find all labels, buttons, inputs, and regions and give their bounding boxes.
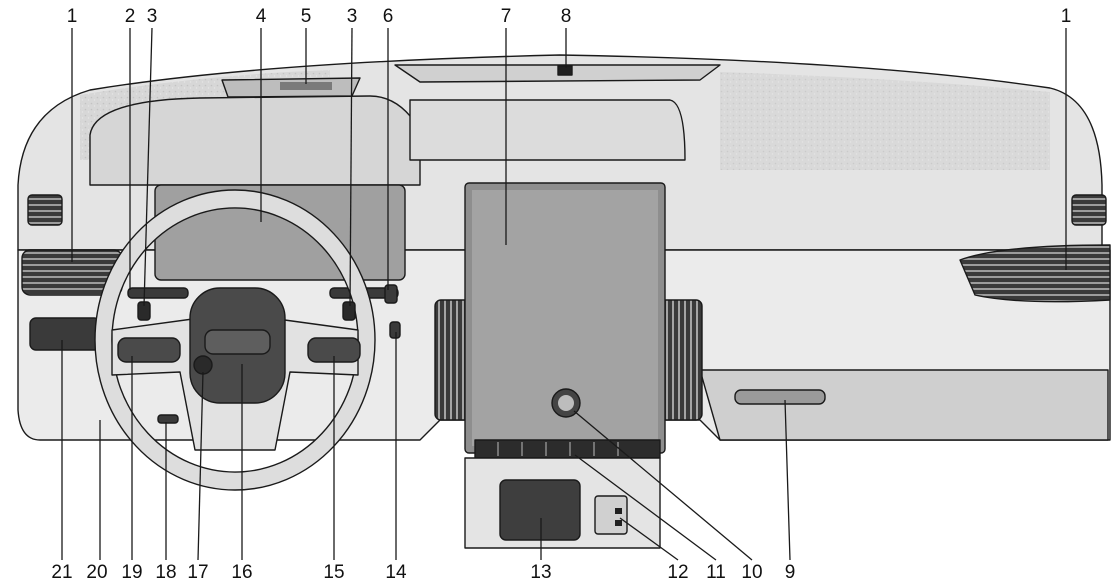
callout-climate-controls: 11 (706, 562, 726, 583)
callout-exterior-lamp-controls: 21 (51, 562, 72, 583)
climate-strip (474, 439, 661, 459)
callout-left-paddle-shifter: 3 (147, 6, 158, 27)
callout-wiper-lever: 6 (383, 6, 394, 27)
callout-hood-release: 20 (86, 562, 107, 583)
airbag-cover (204, 329, 271, 355)
callout-turn-signal-lever: 2 (125, 6, 136, 27)
callout-right-paddle-shifter: 3 (347, 6, 358, 27)
callout-right-steering-wheel-controls: 15 (323, 562, 344, 583)
center-right-vent (659, 299, 703, 421)
horn-dot (193, 355, 213, 375)
upper-console-panel (409, 99, 686, 161)
glove-box-area (699, 369, 1109, 441)
lamp-switch-panel (29, 317, 101, 351)
callout-usb-ports: 12 (667, 562, 688, 583)
callout-horn: 17 (187, 562, 208, 583)
dashboard-illustration (17, 54, 1111, 549)
light-sensor-shape (557, 65, 573, 76)
callout-volume-knob: 10 (741, 562, 762, 583)
callout-labels-top: 1 2 3 4 5 3 6 7 8 1 (67, 6, 1072, 27)
callout-labels-bottom: 21 20 19 18 17 16 15 14 13 12 11 10 9 (51, 562, 795, 583)
leader-lines (61, 27, 1067, 561)
usb-panel (594, 495, 628, 535)
right-vent (959, 244, 1111, 303)
callout-right-air-vent: 1 (1061, 6, 1072, 27)
right-side-vent (1071, 194, 1107, 226)
callout-infotainment-display: 7 (501, 6, 512, 27)
callout-light-sensor: 8 (561, 6, 572, 27)
precision-shift (389, 321, 401, 339)
callout-storage-tray: 13 (530, 562, 551, 583)
right-paddle (342, 301, 356, 321)
turn-signal-stalk (127, 287, 189, 299)
hud-glass (280, 82, 332, 90)
instrument-hood (89, 95, 421, 186)
left-wheel-pad (117, 337, 181, 363)
volume-knob-cap (558, 395, 574, 411)
callout-left-steering-wheel-controls: 19 (121, 562, 142, 583)
column-adjust-lever (157, 414, 179, 424)
callout-instrument-cluster: 4 (256, 6, 267, 27)
upper-dash-speckle-right (720, 72, 1050, 170)
callout-electronic-precision-shift: 14 (385, 562, 407, 583)
callout-glove-box: 9 (785, 562, 796, 583)
callout-driver-airbag: 16 (231, 562, 252, 583)
shift-knob (384, 284, 398, 304)
left-side-vent (27, 194, 63, 226)
callout-left-air-vent: 1 (67, 6, 78, 27)
glove-box-handle (734, 389, 826, 405)
storage-tray-shape (499, 479, 581, 541)
callout-steering-column-adjust: 18 (155, 562, 176, 583)
callout-head-up-display: 5 (301, 6, 312, 27)
